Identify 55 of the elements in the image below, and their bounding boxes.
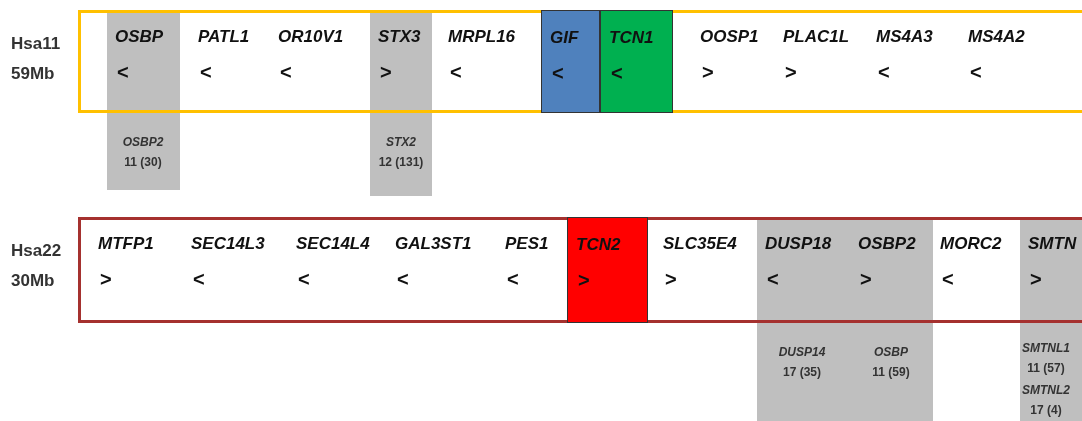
- gene-name: SLC35E4: [663, 234, 737, 254]
- paralog-note: STX2 12 (131): [377, 134, 425, 171]
- strand-direction: <: [970, 61, 982, 84]
- strand-direction: <: [450, 61, 462, 84]
- gene-name: SEC14L3: [191, 234, 265, 254]
- gene-name: GAL3ST1: [395, 234, 472, 254]
- paralog-note: SMTNL2 17 (4): [1021, 382, 1071, 419]
- strand-direction: <: [117, 61, 129, 84]
- strand-direction: <: [280, 61, 292, 84]
- strand-direction: >: [578, 269, 590, 292]
- highlighted-gene-cell: [541, 10, 600, 113]
- strand-direction: <: [397, 268, 409, 291]
- paralog-note: OSBP2 11 (30): [121, 134, 165, 171]
- gene-name: PATL1: [198, 27, 250, 47]
- strand-direction: <: [552, 62, 564, 85]
- highlighted-gene-cell: [600, 10, 673, 113]
- gene-name: TCN2: [576, 235, 621, 255]
- strand-direction: <: [611, 62, 623, 85]
- gene-name: SMTN: [1028, 234, 1077, 254]
- gene-name: MTFP1: [98, 234, 154, 254]
- gene-name: GIF: [550, 28, 579, 48]
- strand-direction: >: [100, 268, 112, 291]
- strand-direction: >: [1030, 268, 1042, 291]
- gene-name: PLAC1L: [783, 27, 850, 47]
- gene-name: MS4A3: [876, 27, 933, 47]
- paralog-note: OSBP 11 (59): [871, 344, 911, 381]
- strand-direction: <: [878, 61, 890, 84]
- gene-name: STX3: [378, 27, 421, 47]
- gene-name: OR10V1: [278, 27, 344, 47]
- paralog-note: DUSP14 17 (35): [777, 344, 827, 381]
- gene-name: MS4A2: [968, 27, 1025, 47]
- strand-direction: >: [380, 61, 392, 84]
- gene-name: OSBP: [115, 27, 164, 47]
- strand-direction: <: [767, 268, 779, 291]
- paralog-note: SMTNL1 11 (57): [1021, 340, 1071, 377]
- strand-direction: <: [298, 268, 310, 291]
- gene-name: OOSP1: [700, 27, 759, 47]
- strand-direction: >: [665, 268, 677, 291]
- gene-name: SEC14L4: [296, 234, 370, 254]
- gene-name: PES1: [505, 234, 549, 254]
- strand-direction: <: [942, 268, 954, 291]
- strand-direction: >: [702, 61, 714, 84]
- gene-name: OSBP2: [858, 234, 916, 254]
- strand-direction: <: [193, 268, 205, 291]
- chromosome-label: Hsa11 59Mb: [11, 33, 62, 85]
- gene-name: TCN1: [609, 28, 654, 48]
- chromosome-label: Hsa22 30Mb: [11, 240, 63, 292]
- strand-direction: <: [200, 61, 212, 84]
- strand-direction: >: [860, 268, 872, 291]
- gene-name: MORC2: [940, 234, 1002, 254]
- highlighted-gene-cell: [567, 217, 648, 323]
- strand-direction: <: [507, 268, 519, 291]
- gene-name: DUSP18: [765, 234, 832, 254]
- strand-direction: >: [785, 61, 797, 84]
- gene-name: MRPL16: [448, 27, 516, 47]
